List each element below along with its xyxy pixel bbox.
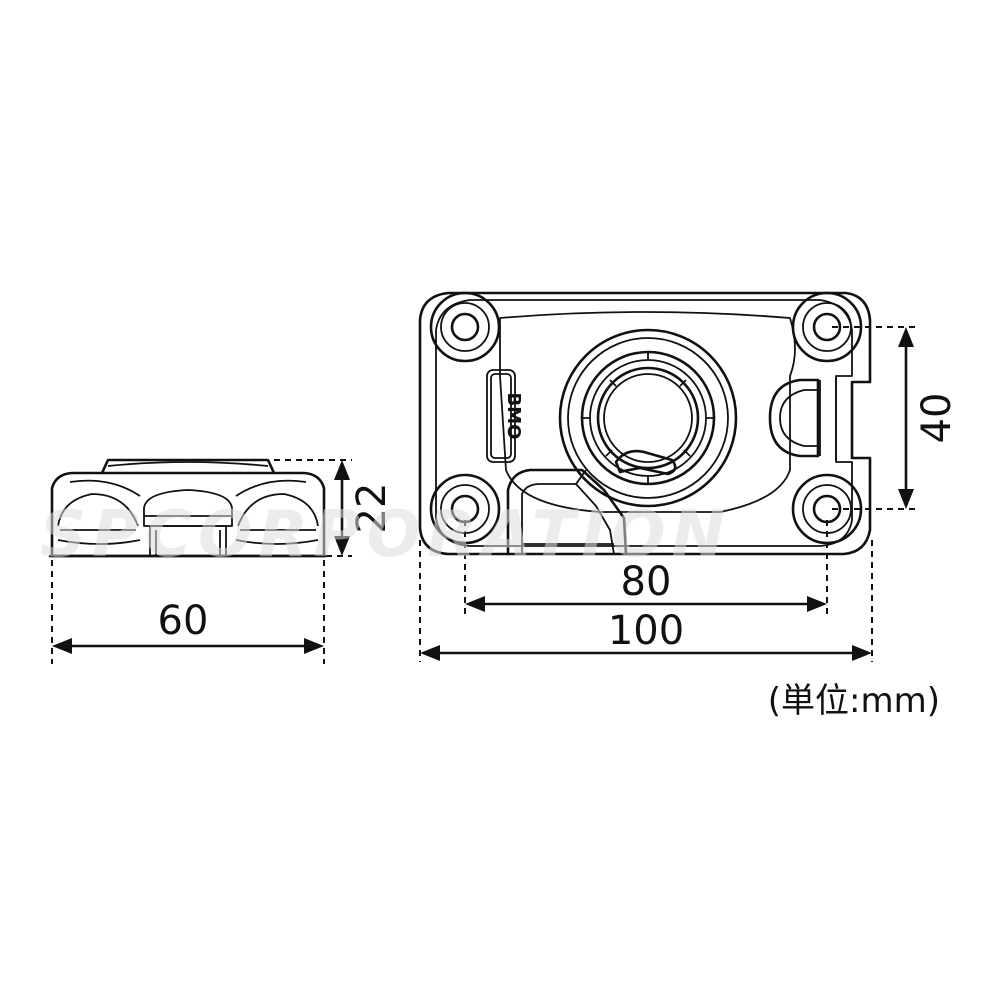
side-width-label: 60 (158, 598, 209, 644)
mounting-hole-top-left (429, 291, 501, 363)
hole-spacing-y-label: 40 (914, 393, 960, 444)
bmo-logo: BMO (486, 369, 524, 463)
side-view (48, 458, 328, 558)
side-height-label: 22 (349, 483, 395, 534)
unit-label: (単位:mm) (768, 681, 940, 721)
svg-text:BMO: BMO (503, 393, 524, 440)
hole-spacing-x-label: 80 (621, 559, 672, 605)
latch (506, 468, 628, 556)
handle-loop (768, 376, 837, 462)
mounting-hole-top-right (791, 291, 863, 363)
side-dimensions (51, 459, 352, 664)
watermark: SPCORPORATION (40, 498, 731, 572)
rod-socket (558, 328, 738, 508)
top-width-label: 100 (608, 608, 684, 654)
top-dimensions (419, 326, 916, 662)
